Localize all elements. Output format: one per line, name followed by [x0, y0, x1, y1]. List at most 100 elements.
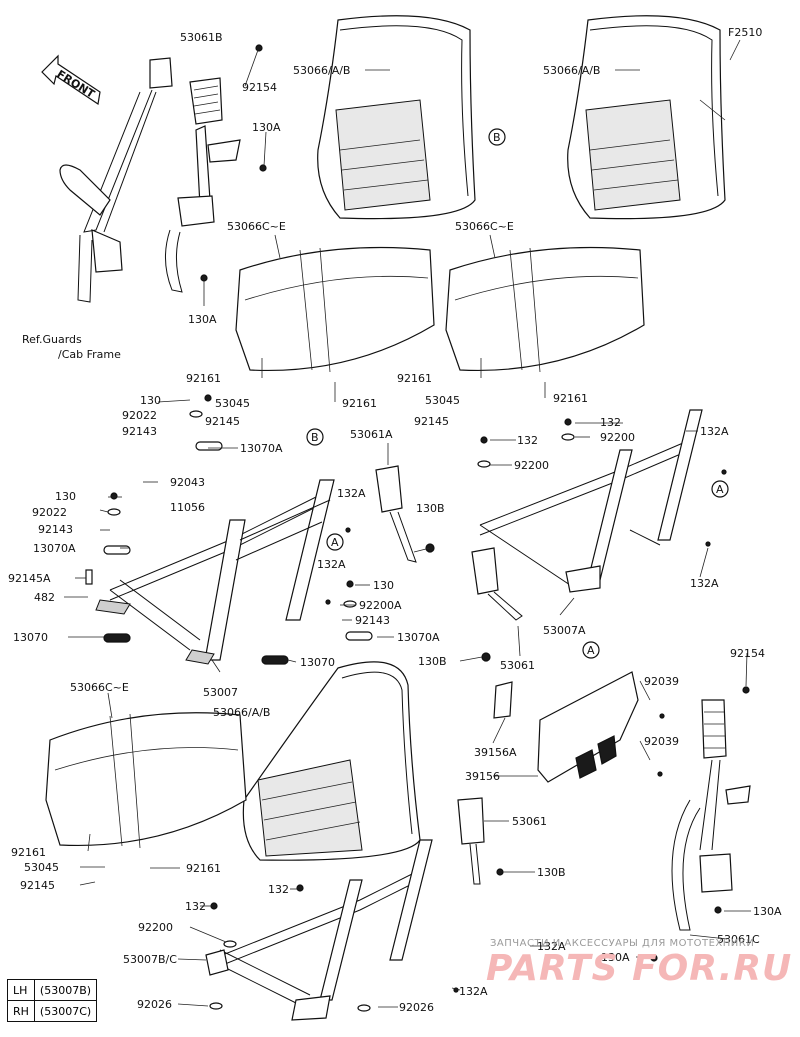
label-92200-3: 92200: [138, 921, 173, 934]
label-92039-1: 92039: [644, 675, 679, 688]
label-130A-1: 130A: [252, 121, 281, 134]
label-92200-2: 92200: [600, 431, 635, 444]
label-132A-6: 132A: [537, 940, 566, 953]
label-92026-1: 92026: [137, 998, 172, 1011]
label-53066C-3: 53066C~E: [70, 681, 129, 694]
callouts: [306, 128, 729, 659]
label-92161-5: 92161: [11, 846, 46, 859]
label-53066-2: 53066/A/B: [543, 64, 600, 77]
cushion-1: [235, 246, 435, 373]
label-53007A: 53007A: [543, 624, 586, 637]
reference-note-line2: /Cab Frame: [58, 348, 121, 361]
label-482: 482: [34, 591, 55, 604]
label-13070A-3: 13070A: [397, 631, 440, 644]
label-132A-1: 132A: [700, 425, 729, 438]
label-132A-3: 132A: [317, 558, 346, 571]
label-92200A: 92200A: [359, 599, 402, 612]
callout-A-1: A: [331, 536, 339, 549]
part-cell: (53007C): [33, 1000, 98, 1022]
label-53007: 53007: [203, 686, 238, 699]
label-92043: 92043: [170, 476, 205, 489]
grommets: [85, 441, 373, 665]
table-row: RH (53007C): [7, 1000, 98, 1022]
label-53007BC: 53007B/C: [123, 953, 177, 966]
label-13070A-2: 13070A: [33, 542, 76, 555]
seat-belt-lower: [671, 699, 751, 931]
label-53061A: 53061A: [350, 428, 393, 441]
figure-code: F2510: [728, 26, 762, 39]
label-92145A: 92145A: [8, 572, 51, 585]
label-132-4: 132: [185, 900, 206, 913]
callout-A-3: A: [587, 644, 595, 657]
label-53045-3: 53045: [24, 861, 59, 874]
label-53061-2: 53061: [512, 815, 547, 828]
label-92022-1: 92022: [122, 409, 157, 422]
cushion-3: [45, 712, 247, 849]
label-53045-2: 53045: [425, 394, 460, 407]
label-92145-3: 92145: [20, 879, 55, 892]
seat-frame-53007: [95, 479, 335, 665]
label-53066-1: 53066/A/B: [293, 64, 350, 77]
label-13070A-1: 13070A: [240, 442, 283, 455]
buckle-53061A: [375, 465, 417, 563]
part-labels: 53061B 92154 130A 130A 53066/A/B 53066/A…: [8, 31, 782, 1014]
backrest-3: [242, 661, 421, 861]
front-arrow: FRONT: [41, 54, 101, 106]
label-130-1: 130: [140, 394, 161, 407]
label-39156: 39156: [465, 770, 500, 783]
label-130A-4: 130A: [601, 951, 630, 964]
label-130-3: 130: [373, 579, 394, 592]
buckle-53061-low: [457, 797, 485, 885]
buckle-53061-mid: [471, 547, 523, 621]
label-130A-2: 130A: [188, 313, 217, 326]
callout-B-2: B: [311, 431, 319, 444]
label-92026-2: 92026: [399, 1001, 434, 1014]
label-132A-5: 132A: [459, 985, 488, 998]
label-130-2: 130: [55, 490, 76, 503]
label-53061B: 53061B: [180, 31, 223, 44]
label-53066C-1: 53066C~E: [227, 220, 286, 233]
table-row: LH (53007B): [7, 979, 98, 1001]
callout-B-1: B: [493, 131, 501, 144]
leader-lines: [64, 39, 751, 1008]
label-92161-6: 92161: [186, 862, 221, 875]
label-92154-2: 92154: [730, 647, 765, 660]
label-53066C-2: 53066C~E: [455, 220, 514, 233]
label-53061-1: 53061: [500, 659, 535, 672]
watermark-logo: PARTS FOR.RU: [486, 948, 793, 989]
side-cell: LH: [7, 979, 35, 1001]
callout-A-2: A: [716, 483, 724, 496]
label-132A-2: 132A: [337, 487, 366, 500]
label-92200-1: 92200: [514, 459, 549, 472]
label-130B-3: 130B: [537, 866, 566, 879]
label-92145-1: 92145: [205, 415, 240, 428]
label-92039-2: 92039: [644, 735, 679, 748]
part-cell: (53007B): [33, 979, 98, 1001]
label-92143-3: 92143: [355, 614, 390, 627]
label-13070-2: 13070: [300, 656, 335, 669]
label-92022-2: 92022: [32, 506, 67, 519]
label-92145-2: 92145: [414, 415, 449, 428]
label-130B-1: 130B: [416, 502, 445, 515]
label-11056: 11056: [170, 501, 205, 514]
side-variant-table: LH (53007B) RH (53007C): [7, 979, 98, 1022]
label-92154-top: 92154: [242, 81, 277, 94]
backrest-2: [567, 15, 726, 220]
front-label: FRONT: [54, 67, 97, 101]
label-53045-1: 53045: [215, 397, 250, 410]
cab-guard-frame: [59, 57, 173, 303]
label-92161-3: 92161: [342, 397, 377, 410]
label-92161-2: 92161: [397, 372, 432, 385]
label-13070-1: 13070: [13, 631, 48, 644]
backrest-1: [317, 15, 476, 220]
seat-frame-53007A: [479, 409, 703, 593]
side-cell: RH: [7, 1000, 35, 1022]
label-53061C: 53061C: [717, 933, 760, 946]
label-92143-2: 92143: [38, 523, 73, 536]
watermark-tagline: ЗАПЧАСТИ И АКСЕССУАРЫ ДЛЯ МОТОТЕХНИКИ: [490, 938, 755, 949]
label-132-3: 132: [268, 883, 289, 896]
label-132-1: 132: [517, 434, 538, 447]
label-92161-4: 92161: [553, 392, 588, 405]
